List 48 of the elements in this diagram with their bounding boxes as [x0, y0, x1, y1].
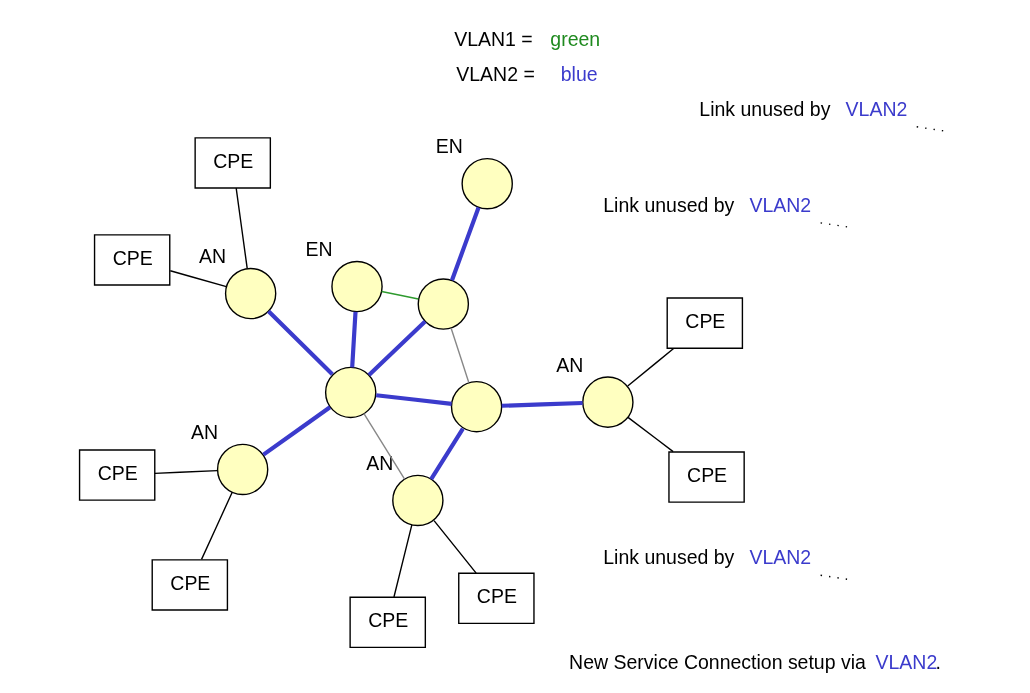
connector	[349, 311, 358, 368]
connector	[362, 413, 405, 480]
caption: New Service Connection setup via VLAN2.	[568, 651, 941, 674]
node-label: AN	[190, 421, 218, 444]
connector	[432, 519, 477, 574]
node-box: CPE	[93, 234, 170, 286]
connector	[153, 469, 218, 475]
node-box: CPE	[78, 449, 155, 501]
legend-label: VLAN2 = blue	[455, 62, 598, 85]
connector	[380, 290, 419, 300]
connector	[235, 187, 248, 270]
node-text: Link unused by VLAN2	[602, 193, 811, 216]
node-box: CPE	[457, 572, 535, 625]
node-label: AN	[365, 452, 393, 475]
node-label: AN	[555, 353, 583, 376]
connector	[200, 491, 233, 561]
node-text: Link unused by VLAN2	[602, 546, 811, 569]
node-box: CPE	[666, 297, 743, 349]
node-circle	[581, 376, 634, 428]
connector	[261, 405, 331, 457]
connector	[449, 327, 469, 384]
node-text: Link unused by VLAN2	[698, 97, 907, 120]
connector	[626, 347, 674, 387]
node-box: CPE	[667, 451, 745, 503]
connector	[501, 400, 583, 408]
node-circle	[450, 380, 502, 433]
connector	[428, 427, 465, 481]
node-box: CPE	[151, 559, 228, 611]
node-circle	[417, 278, 469, 330]
connector	[169, 270, 227, 288]
connector	[449, 206, 481, 281]
node-circle	[330, 260, 383, 313]
node-circle	[216, 443, 268, 496]
node-circle	[460, 158, 513, 210]
connector	[626, 416, 674, 453]
node-circle	[391, 474, 444, 527]
legend-label: VLAN1 = green	[453, 27, 600, 50]
node-label: AN	[198, 245, 226, 268]
node-circle	[224, 267, 276, 320]
node-label: EN	[435, 135, 463, 158]
node-box: CPE	[348, 596, 426, 649]
node-circle	[324, 366, 376, 419]
connector	[392, 524, 413, 598]
connector	[266, 309, 334, 376]
node-label: EN	[304, 238, 333, 261]
node-box: CPE	[193, 137, 271, 189]
connector	[375, 393, 452, 406]
connector	[367, 319, 426, 377]
